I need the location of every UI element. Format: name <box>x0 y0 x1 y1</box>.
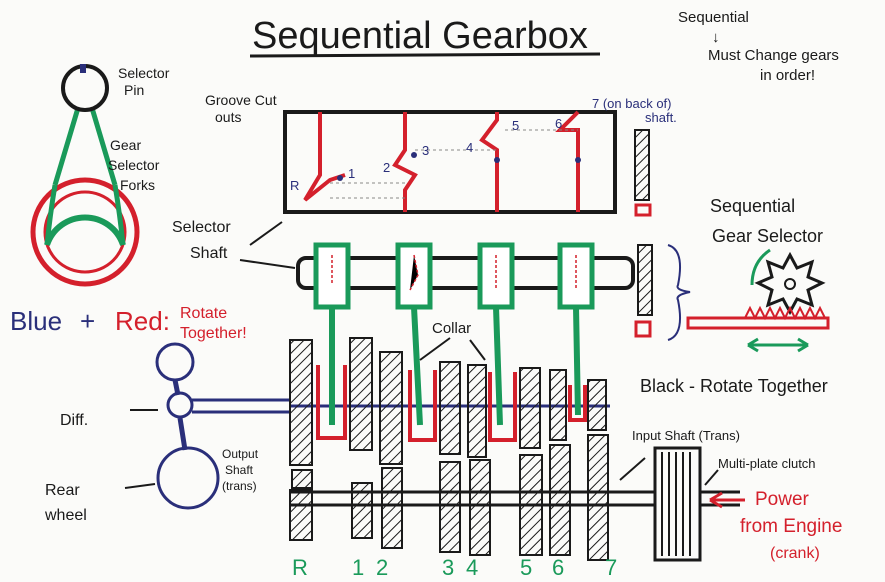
svg-text:Shaft: Shaft <box>225 463 254 477</box>
svg-text:Rear: Rear <box>45 482 80 499</box>
svg-text:(trans): (trans) <box>222 479 257 493</box>
svg-text:+: + <box>80 306 95 336</box>
input-shaft-label: Input Shaft (Trans) <box>632 428 740 443</box>
sequential-gear-selector: Sequential Gear Selector <box>686 196 830 353</box>
svg-text:1: 1 <box>352 555 364 580</box>
diff-and-wheel: Diff. Rear wheel Output Shaft (trans) <box>44 342 290 524</box>
gear-labels: R 1 2 3 4 5 6 7 <box>292 555 617 580</box>
svg-text:Gear: Gear <box>110 137 141 153</box>
svg-text:Rotate: Rotate <box>180 305 227 322</box>
svg-text:Groove Cut: Groove Cut <box>205 92 277 108</box>
svg-text:Diff.: Diff. <box>60 412 88 429</box>
gear-ring <box>30 177 140 287</box>
svg-text:(crank): (crank) <box>770 545 820 562</box>
svg-text:shaft.: shaft. <box>645 110 677 125</box>
power-note: Power from Engine (crank) <box>740 489 842 562</box>
svg-text:7: 7 <box>605 555 617 580</box>
svg-text:Must Change gears: Must Change gears <box>708 47 839 64</box>
svg-text:outs: outs <box>215 109 241 125</box>
svg-text:Forks: Forks <box>120 177 155 193</box>
svg-text:in order!: in order! <box>760 67 815 84</box>
svg-text:from Engine: from Engine <box>740 516 842 537</box>
svg-text:1: 1 <box>348 166 355 181</box>
selector-shaft: Selector Shaft <box>172 219 691 341</box>
svg-text:Sequential: Sequential <box>710 196 795 216</box>
svg-text:2: 2 <box>376 555 388 580</box>
clutch-label: Multi-plate clutch <box>718 456 816 471</box>
svg-text:3: 3 <box>442 555 454 580</box>
svg-text:Selector: Selector <box>172 219 231 236</box>
svg-text:4: 4 <box>466 140 473 155</box>
multi-plate-clutch <box>619 446 745 562</box>
svg-text:4: 4 <box>466 555 478 580</box>
gear-pairs <box>289 306 609 561</box>
svg-text:Blue: Blue <box>10 306 62 336</box>
svg-text:7 (on back of): 7 (on back of) <box>592 96 672 111</box>
svg-text:Selector: Selector <box>108 157 160 173</box>
svg-text:Together!: Together! <box>180 325 247 342</box>
svg-text:5: 5 <box>512 118 519 133</box>
svg-text:wheel: wheel <box>44 507 87 524</box>
svg-text:Red:: Red: <box>115 306 170 336</box>
svg-text:6: 6 <box>555 116 562 131</box>
svg-text:Sequential: Sequential <box>678 9 749 26</box>
rotate-together-note: Blue + Red: Rotate Together! <box>10 305 247 342</box>
title: Sequential Gearbox <box>252 15 588 57</box>
svg-text:5: 5 <box>520 555 532 580</box>
svg-text:R: R <box>290 178 299 193</box>
selector-fork-diagram: Selector Pin Gear Selector Forks <box>30 64 170 287</box>
svg-text:Pin: Pin <box>124 82 144 98</box>
black-rotate-note: Black - Rotate Together <box>640 376 828 396</box>
svg-text:Output: Output <box>222 447 259 461</box>
title-underline <box>249 52 601 58</box>
svg-text:2: 2 <box>383 160 390 175</box>
svg-text:Selector: Selector <box>118 65 170 81</box>
selector-drum: Groove Cut outs R 1 2 3 4 5 6 7 (on back… <box>205 92 677 217</box>
svg-text:Gear Selector: Gear Selector <box>712 226 823 246</box>
svg-text:R: R <box>292 555 308 580</box>
selector-pin <box>80 64 86 73</box>
svg-text:Shaft: Shaft <box>190 245 228 262</box>
svg-text:6: 6 <box>552 555 564 580</box>
svg-text:↓: ↓ <box>712 29 720 46</box>
svg-text:Power: Power <box>755 489 810 510</box>
svg-text:3: 3 <box>422 143 429 158</box>
sequential-note: Sequential ↓ Must Change gears in order! <box>678 9 839 84</box>
collar-label: Collar <box>432 320 471 337</box>
